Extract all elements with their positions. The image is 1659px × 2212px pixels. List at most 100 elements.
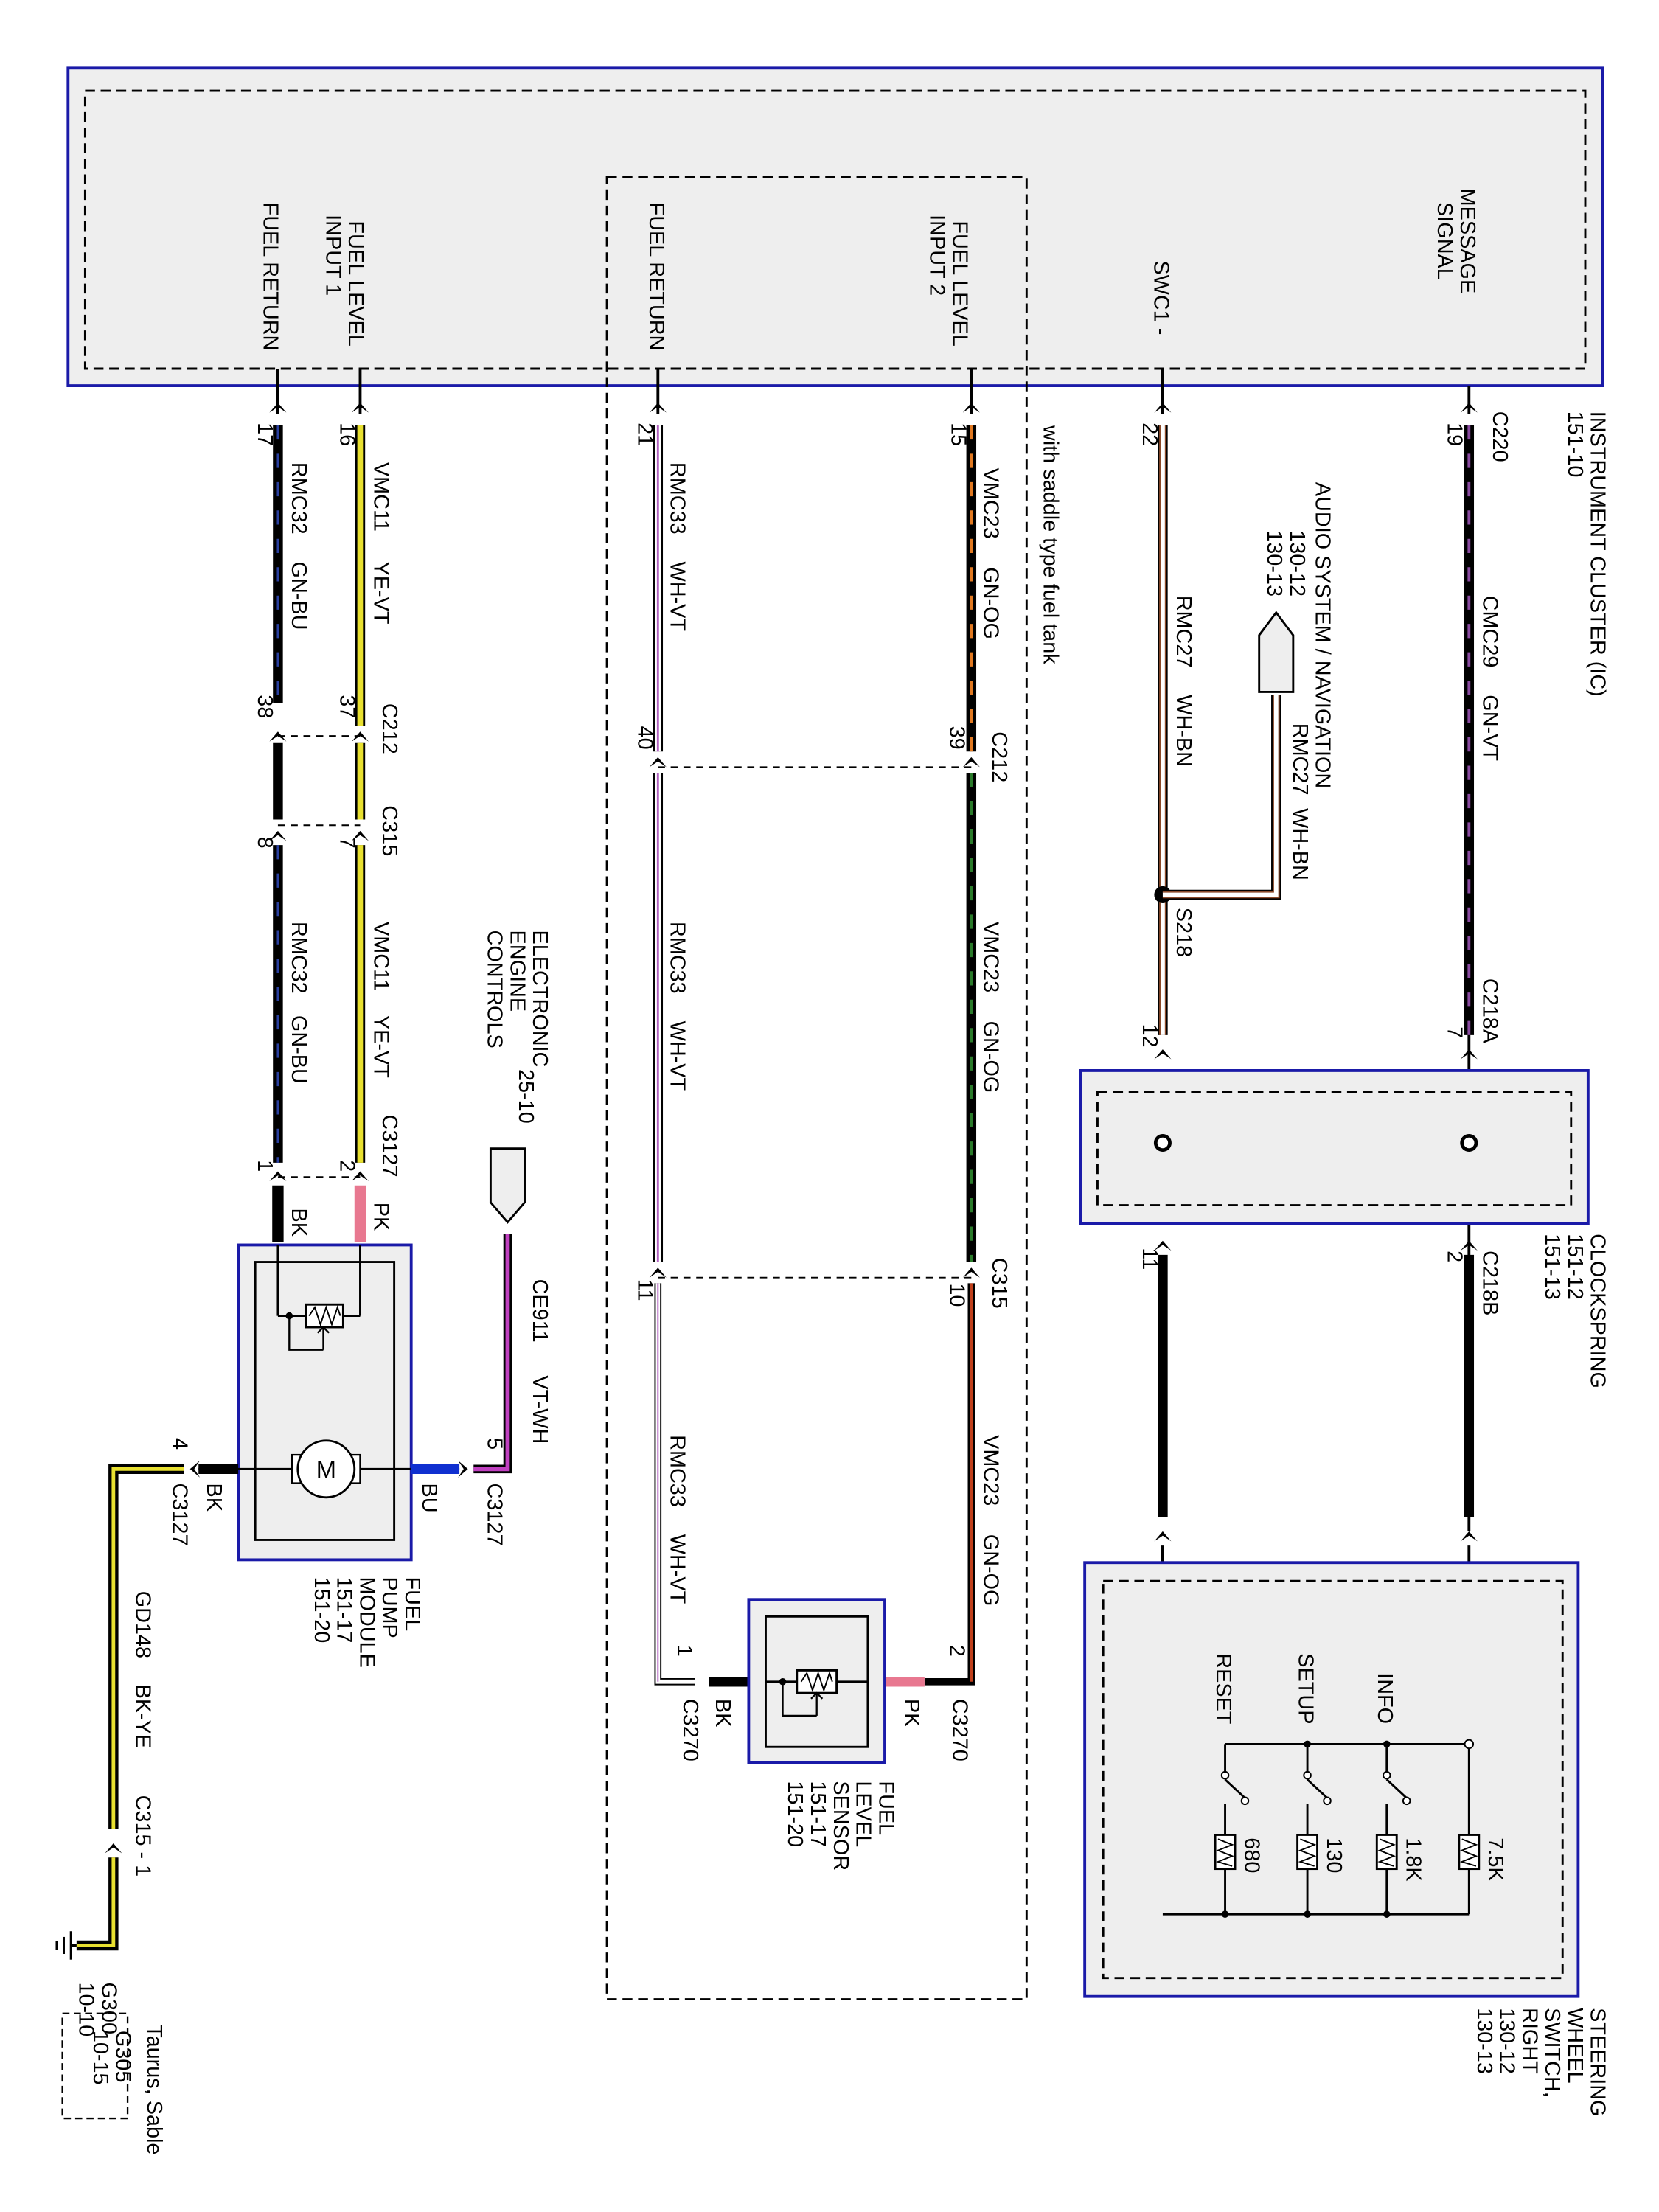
svg-text:7: 7 — [335, 837, 359, 849]
svg-text:SWITCH,: SWITCH, — [1540, 2008, 1564, 2098]
svg-text:130: 130 — [1322, 1837, 1346, 1873]
svg-text:VMC23: VMC23 — [979, 1435, 1003, 1506]
saddle-note: with saddle type fuel tank — [1038, 425, 1062, 664]
svg-text:130-13: 130-13 — [1262, 530, 1286, 597]
gd148-labels: 4 C3127 GD148 BK-YE C315 - 1 G300 10-10 — [74, 1438, 192, 2037]
svg-text:WHEEL: WHEEL — [1563, 2008, 1587, 2084]
svg-text:22: 22 — [1138, 422, 1161, 446]
svg-text:GN-OG: GN-OG — [979, 1021, 1003, 1093]
pin-fuel-level-1-label-2: INPUT 1 — [321, 215, 344, 296]
svg-text:10: 10 — [945, 1283, 968, 1307]
svg-text:C3270: C3270 — [947, 1699, 971, 1761]
svg-text:C3127: C3127 — [378, 1115, 401, 1178]
svg-text:21: 21 — [633, 422, 656, 446]
svg-text:4: 4 — [168, 1438, 192, 1450]
svg-text:WH-BN: WH-BN — [1172, 695, 1195, 767]
svg-text:WH-VT: WH-VT — [666, 562, 689, 631]
svg-text:C3270: C3270 — [678, 1699, 702, 1761]
wire-message-labels: C220 19 CMC29 GN-VT C218A 7 C218B 2 — [1442, 411, 1512, 1316]
svg-text:BK: BK — [287, 1208, 310, 1236]
pin-message-signal-label: MESSAGE — [1455, 189, 1479, 294]
pin-fuel-level-1-label: FUEL LEVEL — [344, 220, 367, 346]
svg-text:GN-BU: GN-BU — [287, 1015, 310, 1084]
svg-text:151-20: 151-20 — [310, 1576, 333, 1643]
svg-text:19: 19 — [1442, 422, 1466, 446]
wire-message-signal — [1460, 386, 1478, 1915]
wire-fuel-level-2-labels: 15 VMC23 GN-OG C212 39 VMC23 GN-OG C315 … — [900, 422, 1011, 1761]
ic-name: INSTRUMENT CLUSTER (IC) 151-10 — [1563, 411, 1610, 697]
svg-text:FUEL: FUEL — [874, 1781, 897, 1835]
svg-text:39: 39 — [945, 726, 968, 750]
svg-text:C218B: C218B — [1478, 1251, 1502, 1315]
svg-text:PUMP: PUMP — [378, 1576, 401, 1638]
pin-message-signal-label-2: SIGNAL — [1433, 202, 1456, 280]
svg-text:GN-BU: GN-BU — [287, 562, 310, 630]
wire-fuel-return-2 — [649, 369, 749, 1687]
svg-text:38: 38 — [253, 695, 276, 718]
svg-text:GN-OG: GN-OG — [979, 1534, 1003, 1607]
pin-fuel-level-2-label-2: INPUT 2 — [925, 215, 949, 296]
wire-fuel-return-2-labels: 21 RMC33 WH-VT 40 RMC33 WH-VT 11 RMC33 W… — [633, 422, 734, 1761]
svg-text:G300: G300 — [97, 1982, 120, 2034]
motor-icon — [296, 1439, 356, 1499]
svg-text:25-10: 25-10 — [514, 1069, 538, 1124]
pin-swc1-label: SWC1 - — [1149, 260, 1172, 335]
svg-text:SETUP: SETUP — [1294, 1653, 1318, 1724]
svg-text:CONTROLS: CONTROLS — [483, 931, 507, 1048]
svg-text:VMC23: VMC23 — [979, 922, 1003, 992]
svg-text:130-13: 130-13 — [1472, 2008, 1496, 2074]
svg-text:RMC33: RMC33 — [666, 922, 689, 994]
svg-text:7: 7 — [1442, 1026, 1466, 1038]
svg-text:1: 1 — [672, 1645, 696, 1657]
svg-text:RMC27: RMC27 — [1172, 596, 1195, 668]
audio-system-connector — [1258, 611, 1295, 693]
fuel-level-sensor-labels: FUEL LEVEL SENSOR 151-17 151-20 — [783, 1781, 897, 1871]
svg-text:C220: C220 — [1488, 411, 1512, 462]
svg-text:CE911: CE911 — [528, 1279, 552, 1343]
pin-fuel-return-1-label: FUEL RETURN — [259, 203, 282, 351]
svg-text:ELECTRONIC: ELECTRONIC — [528, 931, 552, 1068]
svg-text:151-10: 151-10 — [1563, 411, 1587, 478]
svg-text:RESET: RESET — [1211, 1653, 1235, 1724]
svg-text:PK: PK — [369, 1203, 393, 1231]
svg-text:C3127: C3127 — [168, 1484, 192, 1546]
ic-pin-labels: MESSAGE SIGNAL SWC1 - FUEL LEVEL INPUT 2… — [259, 189, 1479, 351]
switch-labels: INFO SETUP RESET 7.5K 1.8K 130 680 — [1211, 1653, 1507, 1881]
audio-branch — [1162, 611, 1295, 900]
svg-text:GN-OG: GN-OG — [979, 567, 1003, 639]
svg-text:RMC27: RMC27 — [1288, 723, 1312, 796]
svg-text:C212: C212 — [987, 731, 1011, 782]
wire-ce911 — [458, 1147, 526, 1478]
wire-fuel-return-1 — [269, 369, 287, 1242]
fuel-pump-module: M — [198, 1243, 460, 1562]
instrument-cluster-module — [66, 66, 1604, 387]
eec-labels: ELECTRONIC ENGINE CONTROLS 25-10 CE911 V… — [483, 931, 552, 1546]
svg-text:151-20: 151-20 — [783, 1781, 807, 1847]
svg-text:151-17: 151-17 — [806, 1781, 830, 1847]
svg-text:17: 17 — [253, 422, 276, 446]
svg-text:151-13: 151-13 — [1540, 1234, 1564, 1300]
svg-text:C218A: C218A — [1478, 978, 1502, 1044]
wire-fuel-level-1-labels: 16 VMC11 YE-VT C212 37 C315 7 VMC11 YE-V… — [335, 422, 402, 1231]
wire-fuel-level-1 — [351, 369, 369, 1242]
svg-text:2: 2 — [1442, 1251, 1466, 1262]
svg-text:STEERING: STEERING — [1586, 2008, 1610, 2116]
svg-text:C212: C212 — [378, 703, 401, 754]
svg-text:VT-WH: VT-WH — [528, 1375, 552, 1444]
g305-box: Taurus, Sable G305 10-15 — [61, 2012, 166, 2154]
svg-text:ENGINE: ENGINE — [505, 931, 529, 1012]
wire-fuel-return-1-labels: 17 RMC32 GN-BU 38 8 RMC32 GN-BU 1 BK — [253, 422, 310, 1237]
svg-text:RMC33: RMC33 — [666, 1435, 689, 1507]
svg-text:S218: S218 — [1172, 908, 1195, 957]
motor-label: M — [316, 1455, 336, 1483]
saddle-tank-region — [605, 175, 1028, 2000]
svg-text:C3127: C3127 — [483, 1484, 507, 1546]
svg-text:BK: BK — [202, 1484, 226, 1512]
svg-text:YE-VT: YE-VT — [369, 1015, 393, 1078]
wire-swc1-labels: 22 RMC27 WH-BN S218 12 11 — [1138, 422, 1195, 1270]
svg-text:1.8K: 1.8K — [1402, 1837, 1425, 1881]
svg-text:12: 12 — [1138, 1023, 1161, 1047]
svg-text:VMC11: VMC11 — [369, 462, 393, 532]
svg-text:INFO: INFO — [1373, 1673, 1397, 1724]
